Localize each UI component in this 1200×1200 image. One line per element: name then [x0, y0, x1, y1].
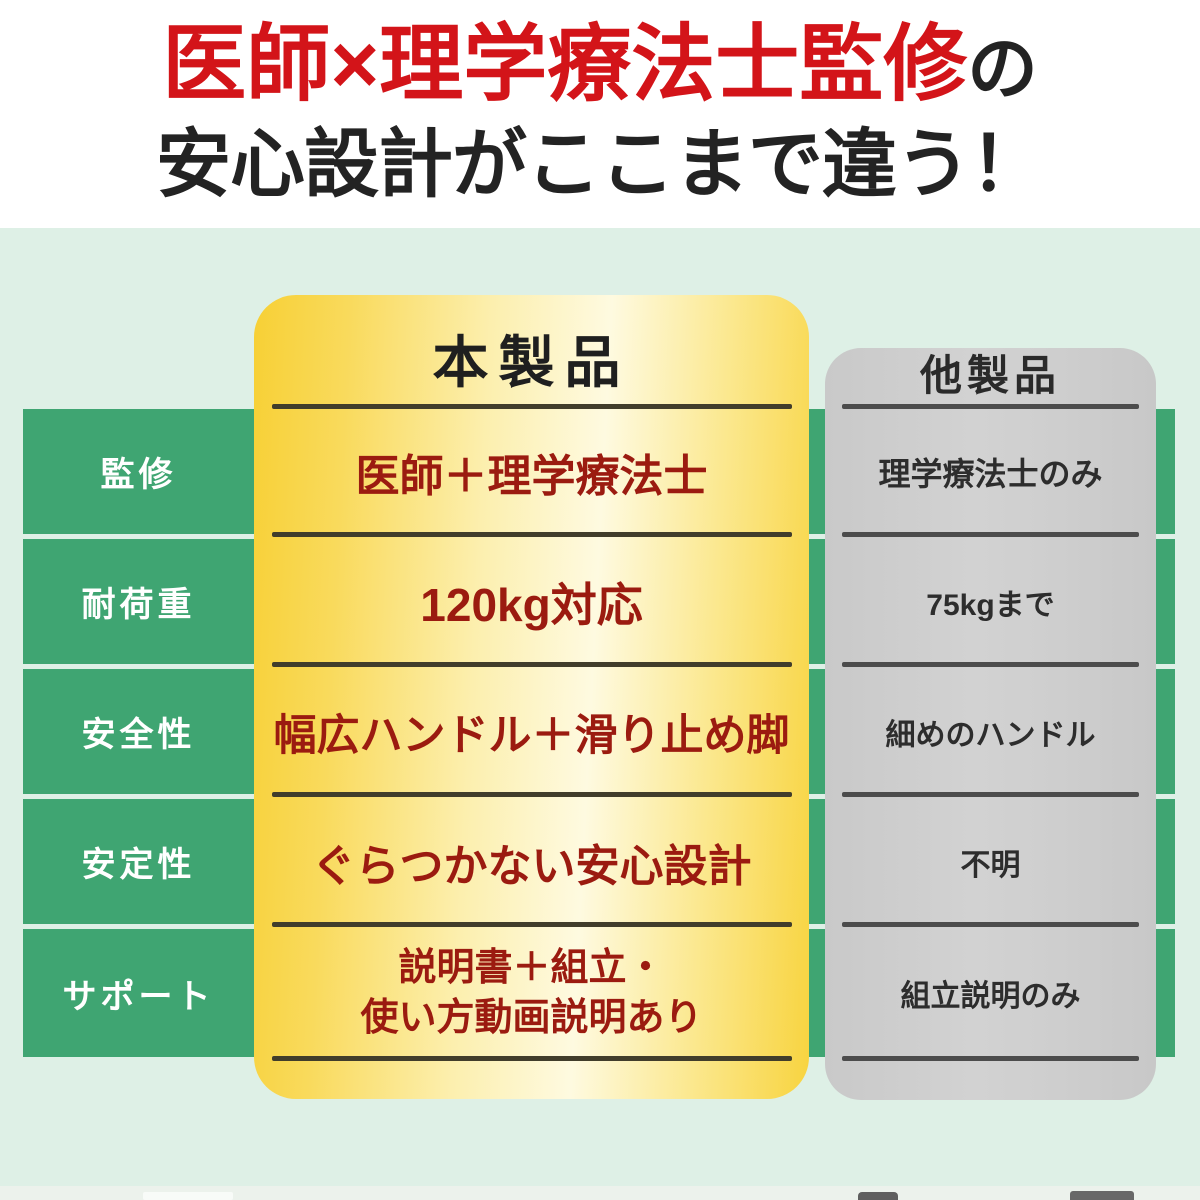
divider-line: [272, 1056, 792, 1061]
row-label-safety: 安全性: [81, 716, 196, 754]
next-image-peek-band: [0, 1186, 1200, 1200]
our-product-panel: [254, 295, 809, 1099]
divider-line: [272, 922, 792, 927]
row-label-stability: 安定性: [81, 846, 196, 884]
our-value-load-capacity: 120kg対応: [420, 578, 643, 631]
divider-line: [842, 792, 1139, 797]
our-value-support-line2: 使い方動画説明あり: [360, 997, 703, 1039]
divider-line: [272, 404, 792, 409]
other-value-supervision: 理学療法士のみ: [878, 455, 1103, 492]
next-image-peek-shape: [858, 1192, 898, 1200]
row-label-supervision: 監修: [100, 456, 177, 494]
our-product-header: 本製品: [432, 330, 631, 394]
divider-line: [272, 662, 792, 667]
other-value-support: 組立説明のみ: [900, 980, 1081, 1013]
divider-line: [842, 532, 1139, 537]
next-image-peek-shape: [1070, 1191, 1134, 1200]
divider-line: [272, 532, 792, 537]
next-image-peek-card: [143, 1192, 233, 1200]
divider-line: [842, 662, 1139, 667]
title-line1-red: 医師×理学療法士監修: [162, 17, 968, 111]
other-product-panel: [825, 348, 1156, 1100]
other-value-safety: 細めのハンドル: [885, 718, 1096, 752]
our-value-support: 説明書＋組立・ 使い方動画説明あり: [254, 929, 809, 1057]
title-line1: 医師×理学療法士監修の: [0, 16, 1200, 112]
divider-line: [842, 1056, 1139, 1061]
our-value-stability: ぐらつかない安心設計: [311, 841, 752, 891]
other-product-header: 他製品: [919, 351, 1061, 399]
other-value-stability: 不明: [960, 848, 1021, 882]
divider-line: [842, 922, 1139, 927]
header: 医師×理学療法士監修の 安心設計がここまで違う！: [0, 0, 1200, 228]
title-line1-suffix: の: [967, 29, 1038, 108]
other-value-load-capacity: 75kgまで: [926, 588, 1055, 622]
title-line2: 安心設計がここまで違う！: [155, 122, 1045, 206]
divider-line: [842, 404, 1139, 409]
our-value-safety: 幅広ハンドル＋滑り止め脚: [273, 711, 790, 760]
our-value-supervision: 医師＋理学療法士: [355, 451, 708, 501]
row-label-support: サポート: [62, 977, 215, 1016]
divider-line: [272, 792, 792, 797]
row-label-load-capacity: 耐荷重: [81, 586, 196, 624]
our-value-support-line1: 説明書＋組立・: [398, 947, 665, 989]
